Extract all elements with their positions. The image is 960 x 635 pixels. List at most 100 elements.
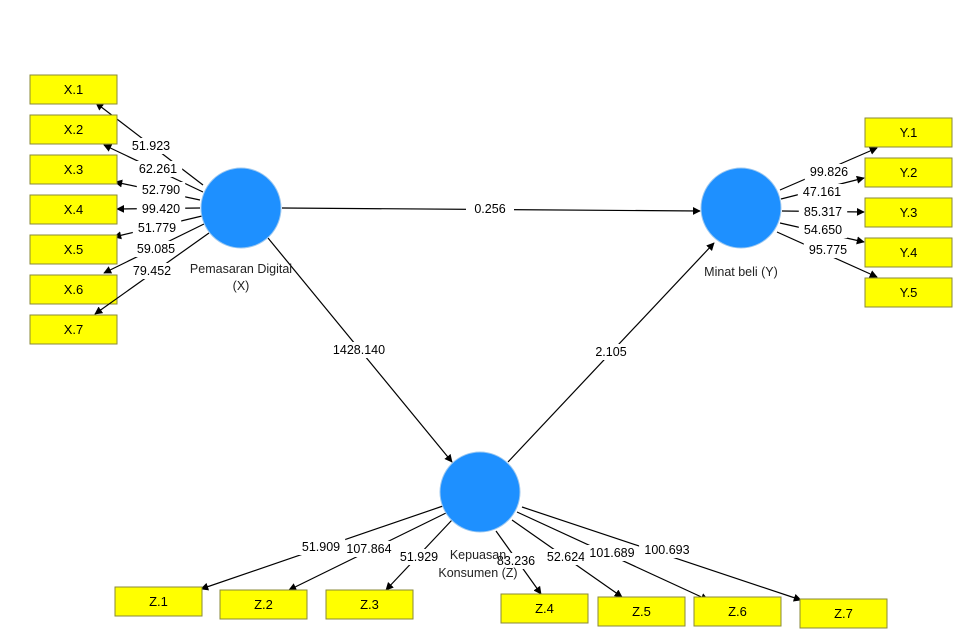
indicator-x1[interactable]: X.1	[29, 74, 118, 105]
indicator-label-y5: Y.5	[900, 285, 918, 300]
indicator-label-x5: X.5	[64, 242, 84, 257]
latent-y[interactable]: Minat beli (Y)	[700, 167, 782, 279]
latent-z-circle[interactable]	[439, 451, 521, 533]
indicator-z1[interactable]: Z.1	[114, 586, 203, 617]
indicator-z7[interactable]: Z.7	[799, 598, 888, 629]
indicator-label-x3: X.3	[64, 162, 84, 177]
indicator-y3[interactable]: Y.3	[864, 197, 953, 228]
loading-weight-x3: 52.790	[136, 182, 186, 198]
indicator-box-z5[interactable]	[597, 596, 686, 627]
path-label-z-y: 2.105	[592, 344, 630, 360]
indicator-label-x2: X.2	[64, 122, 84, 137]
loading-weight-z5: 52.624	[541, 549, 591, 565]
loading-weight-y5: 95.775	[803, 242, 853, 258]
indicator-label-z1: Z.1	[149, 594, 168, 609]
indicator-y1[interactable]: Y.1	[864, 117, 953, 148]
indicator-box-y1[interactable]	[864, 117, 953, 148]
loading-weight-value-x7: 79.452	[133, 264, 171, 278]
loading-weight-value-x1: 51.923	[132, 139, 170, 153]
loading-weight-x1: 51.923	[126, 138, 176, 154]
indicator-box-y2[interactable]	[864, 157, 953, 188]
indicator-y5[interactable]: Y.5	[864, 277, 953, 308]
loading-weight-y2: 47.161	[797, 184, 847, 200]
latent-y-circle[interactable]	[700, 167, 782, 249]
latent-x[interactable]: Pemasaran Digital (X)	[190, 167, 292, 293]
loading-weight-value-x4: 99.420	[142, 202, 180, 216]
indicator-box-x4[interactable]	[29, 194, 118, 225]
loading-weight-value-z7: 100.693	[644, 543, 689, 557]
indicator-box-y4[interactable]	[864, 237, 953, 268]
indicator-box-z2[interactable]	[219, 589, 308, 620]
loading-weight-x4: 99.420	[136, 201, 186, 217]
indicator-z5[interactable]: Z.5	[597, 596, 686, 627]
indicator-box-y3[interactable]	[864, 197, 953, 228]
indicator-label-y2: Y.2	[900, 165, 918, 180]
indicator-box-y5[interactable]	[864, 277, 953, 308]
indicator-label-z3: Z.3	[360, 597, 379, 612]
indicator-z3[interactable]: Z.3	[325, 589, 414, 620]
indicator-y2[interactable]: Y.2	[864, 157, 953, 188]
latent-y-label-line1: Minat beli (Y)	[704, 265, 778, 279]
indicator-x3[interactable]: X.3	[29, 154, 118, 185]
indicator-label-x7: X.7	[64, 322, 84, 337]
indicator-box-x5[interactable]	[29, 234, 118, 265]
indicator-y4[interactable]: Y.4	[864, 237, 953, 268]
indicator-box-x2[interactable]	[29, 114, 118, 145]
indicator-label-z6: Z.6	[728, 604, 747, 619]
indicator-label-z7: Z.7	[834, 606, 853, 621]
loading-weight-value-y4: 54.650	[804, 223, 842, 237]
loading-weight-value-y5: 95.775	[809, 243, 847, 257]
path-value-x-z: 1428.140	[333, 343, 385, 357]
indicator-box-x3[interactable]	[29, 154, 118, 185]
loading-weight-value-z1: 51.909	[302, 540, 340, 554]
path-value-x-y: 0.256	[474, 202, 505, 216]
loading-weight-y3: 85.317	[798, 204, 848, 220]
latent-x-label-line1: Pemasaran Digital	[190, 262, 292, 276]
path-label-x-y: 0.256	[466, 201, 514, 217]
loading-weight-x6: 59.085	[131, 241, 181, 257]
latent-x-circle[interactable]	[200, 167, 282, 249]
loading-weight-value-x6: 59.085	[137, 242, 175, 256]
indicator-x5[interactable]: X.5	[29, 234, 118, 265]
loading-weight-z6: 101.689	[584, 545, 640, 561]
indicator-x7[interactable]: X.7	[29, 314, 118, 345]
indicator-box-z6[interactable]	[693, 596, 782, 627]
indicator-box-z7[interactable]	[799, 598, 888, 629]
indicator-box-x6[interactable]	[29, 274, 118, 305]
indicator-box-x7[interactable]	[29, 314, 118, 345]
loading-weight-value-y3: 85.317	[804, 205, 842, 219]
path-label-x-z: 1428.140	[333, 342, 387, 358]
indicator-label-x6: X.6	[64, 282, 84, 297]
indicator-label-y4: Y.4	[900, 245, 918, 260]
structural-paths: 0.256 1428.140 2.105	[267, 201, 715, 463]
indicator-box-x1[interactable]	[29, 74, 118, 105]
indicator-z2[interactable]: Z.2	[219, 589, 308, 620]
indicator-x2[interactable]: X.2	[29, 114, 118, 145]
loading-weight-y1: 99.826	[804, 164, 854, 180]
indicator-z4[interactable]: Z.4	[500, 593, 589, 624]
latent-z-label-line2: Konsumen (Z)	[438, 566, 517, 580]
loading-weight-z2: 107.864	[341, 541, 397, 557]
indicator-label-y1: Y.1	[900, 125, 918, 140]
indicator-box-z4[interactable]	[500, 593, 589, 624]
indicator-label-y3: Y.3	[900, 205, 918, 220]
indicator-label-z5: Z.5	[632, 604, 651, 619]
indicator-box-z1[interactable]	[114, 586, 203, 617]
loading-weight-value-x2: 62.261	[139, 162, 177, 176]
indicator-label-x4: X.4	[64, 202, 84, 217]
path-value-z-y: 2.105	[595, 345, 626, 359]
indicator-z6[interactable]: Z.6	[693, 596, 782, 627]
loading-weight-z1: 51.909	[296, 539, 346, 555]
loading-weight-value-z5: 52.624	[547, 550, 585, 564]
indicator-x4[interactable]: X.4	[29, 194, 118, 225]
indicator-x6[interactable]: X.6	[29, 274, 118, 305]
loading-weight-z4: 83.236	[491, 553, 541, 569]
loading-weight-value-y2: 47.161	[803, 185, 841, 199]
indicator-group-z: Z.151.909Z.2107.864Z.351.929Z.483.236Z.5…	[114, 505, 888, 629]
loading-weight-value-z2: 107.864	[346, 542, 391, 556]
loading-weight-value-y1: 99.826	[810, 165, 848, 179]
indicator-box-z3[interactable]	[325, 589, 414, 620]
latent-z[interactable]: Kepuasan Konsumen (Z)	[438, 451, 521, 580]
